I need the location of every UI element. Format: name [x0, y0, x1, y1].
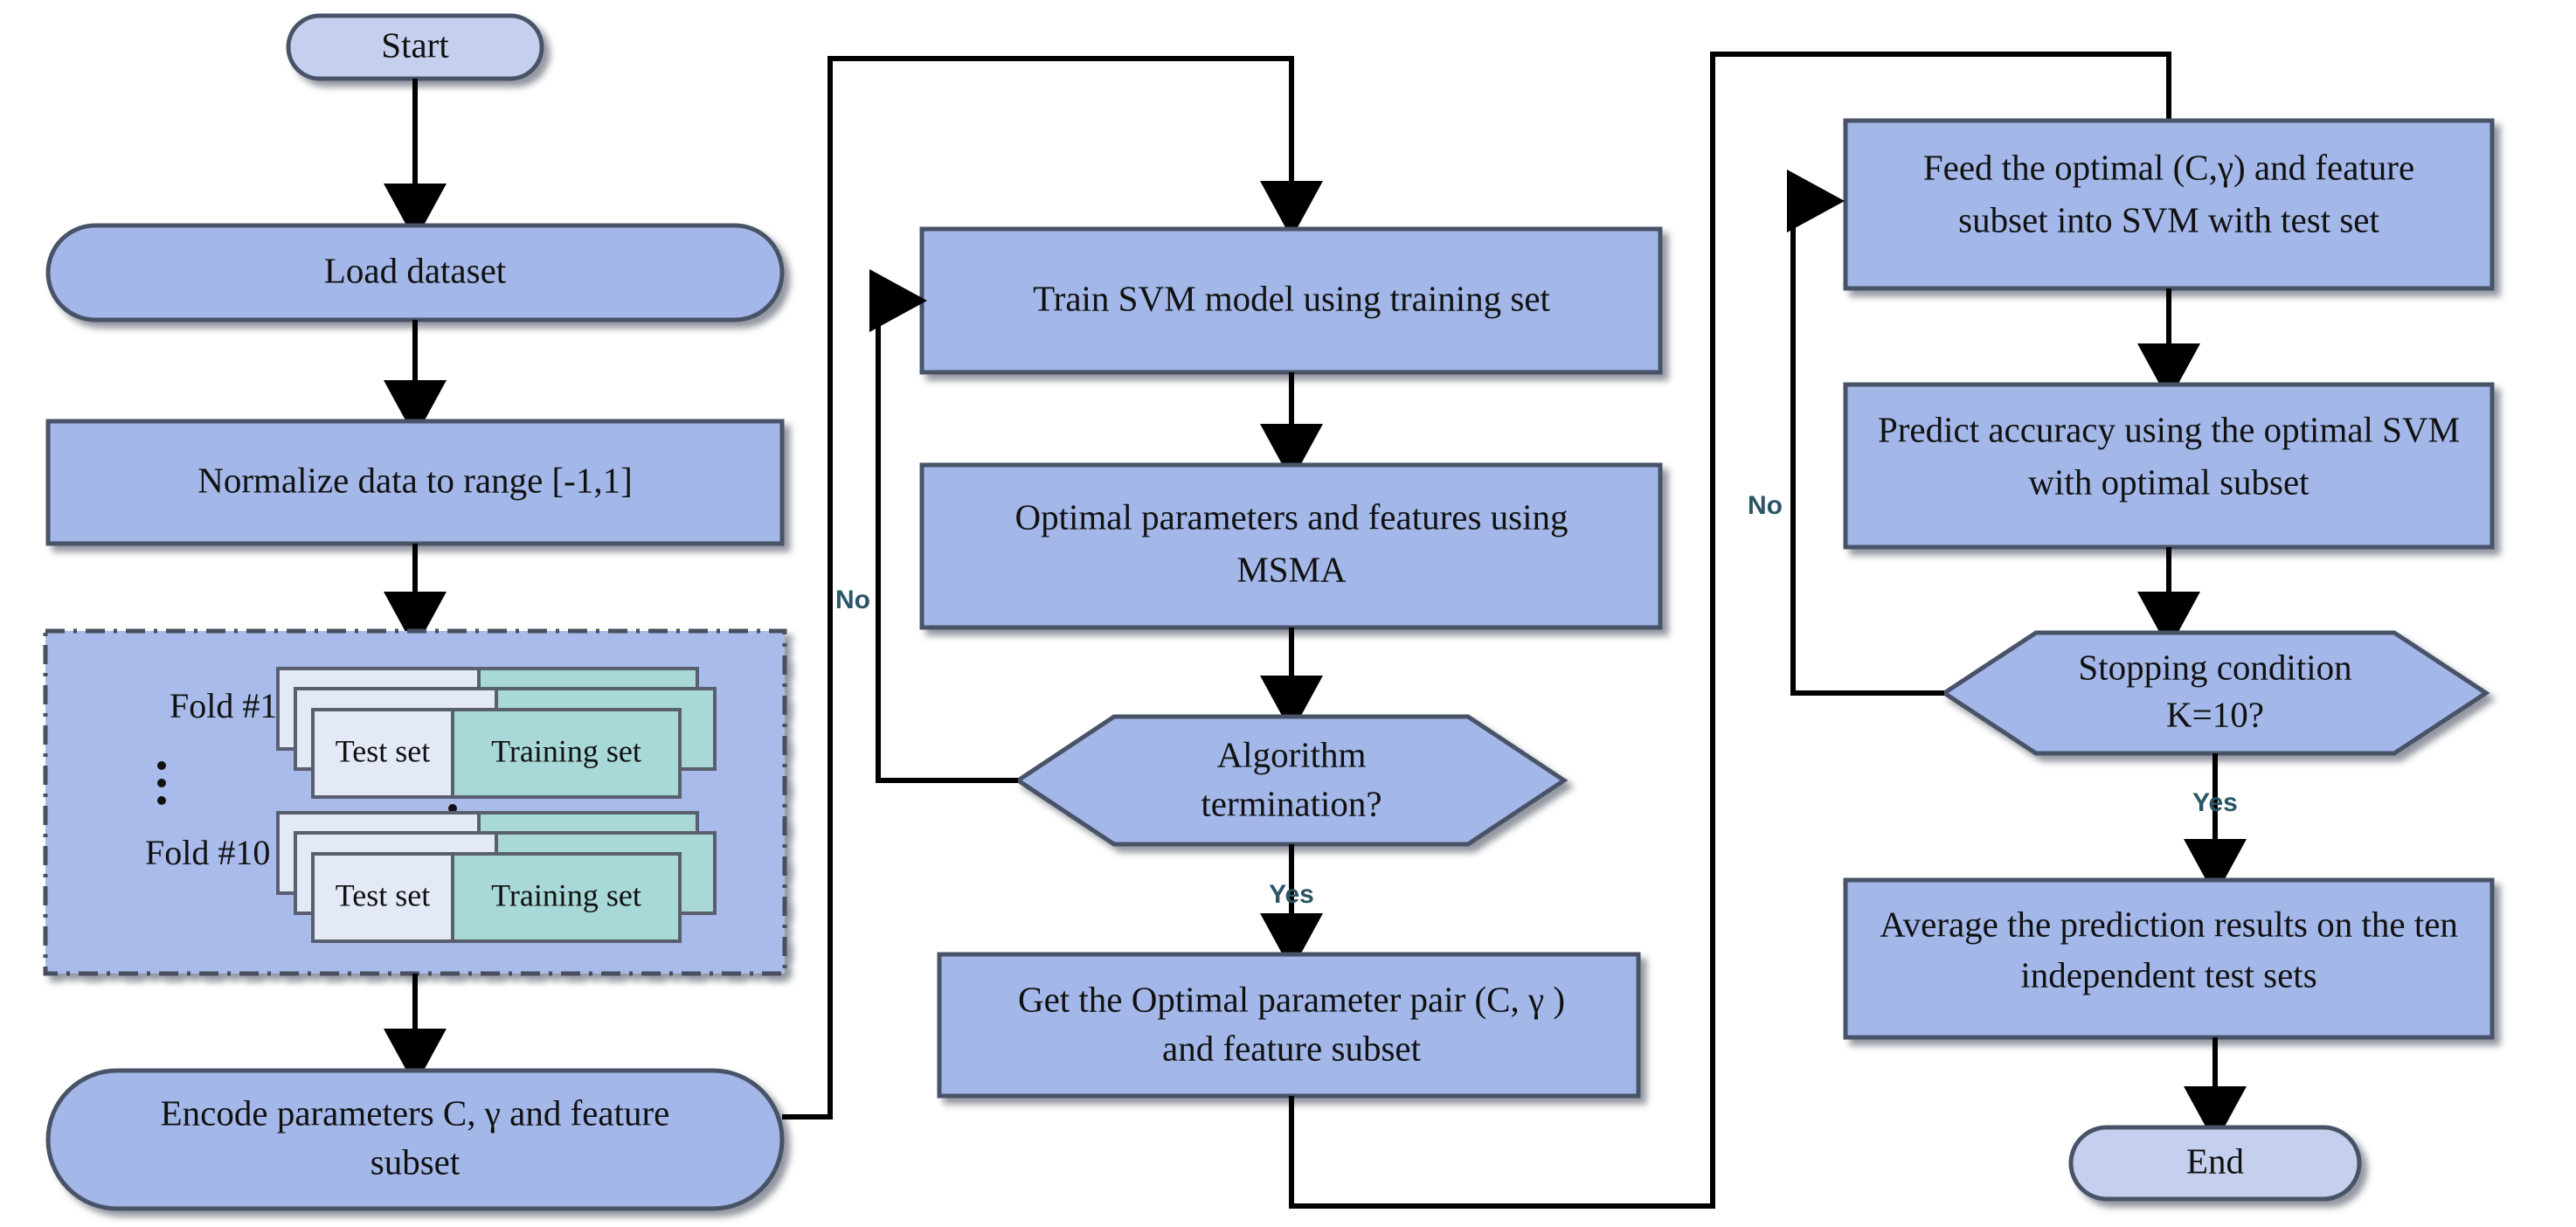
- node-train-svm-label: Train SVM model using training set: [1033, 278, 1550, 318]
- cv-fold-first-stack[interactable]: Test set Training set: [276, 667, 717, 799]
- node-predict-accuracy[interactable]: Predict accuracy using the optimal SVM w…: [1843, 382, 2495, 550]
- node-get-optimal-pair-label-line2: and feature subset: [1162, 1028, 1422, 1068]
- node-feed-optimal-label-line2: subset into SVM with test set: [1958, 199, 2379, 239]
- node-encode-parameters[interactable]: Encode parameters C, γ and feature subse…: [45, 1068, 785, 1211]
- node-encode-parameters-label-line2: subset: [370, 1141, 460, 1182]
- node-average-results[interactable]: Average the prediction results on the te…: [1843, 877, 2495, 1040]
- cv-fold-group: Fold #1 Fold #10 Test set: [43, 628, 787, 976]
- node-algorithm-termination-label-line1: Algorithm: [1217, 734, 1367, 774]
- node-train-svm[interactable]: Train SVM model using training set: [919, 226, 1663, 375]
- node-normalize[interactable]: Normalize data to range [-1,1]: [45, 419, 785, 546]
- node-stopping-condition[interactable]: Stopping condition K=10?: [1940, 630, 2490, 756]
- node-normalize-label: Normalize data to range [-1,1]: [197, 460, 632, 500]
- node-load-dataset-label: Load dataset: [324, 250, 507, 290]
- node-optimal-parameters-label-line2: MSMA: [1236, 549, 1347, 589]
- cv-test-set-label: Test set: [336, 733, 430, 768]
- edge-label-no-right: No: [1748, 491, 1783, 520]
- node-start-label: Start: [381, 24, 449, 65]
- node-stopping-condition-label-line2: K=10?: [2166, 694, 2264, 734]
- node-algorithm-termination[interactable]: Algorithm termination?: [1014, 714, 1568, 847]
- cv-fold-ellipsis-left: [157, 761, 166, 805]
- node-optimal-parameters-label-line1: Optimal parameters and features using: [1015, 496, 1568, 537]
- node-feed-optimal-svm[interactable]: Feed the optimal (C,γ) and feature subse…: [1843, 118, 2495, 291]
- node-encode-parameters-label-line1: Encode parameters C, γ and feature: [161, 1092, 670, 1133]
- node-average-results-label-line2: independent test sets: [2020, 954, 2316, 995]
- node-end-label: End: [2186, 1140, 2244, 1181]
- node-end[interactable]: End: [2068, 1125, 2362, 1202]
- cv-training-set-label: Training set: [491, 877, 641, 912]
- node-predict-accuracy-label-line2: with optimal subset: [2028, 461, 2309, 502]
- edge-termination-no-loop: [869, 269, 1018, 783]
- node-stopping-condition-label-line1: Stopping condition: [2078, 647, 2351, 687]
- cv-fold-first-label: Fold #1: [170, 686, 277, 725]
- node-load-dataset[interactable]: Load dataset: [45, 223, 785, 322]
- edge-label-yes-right: Yes: [2192, 788, 2238, 817]
- cv-training-set-label: Training set: [491, 733, 641, 768]
- edge-label-no-middle: No: [835, 586, 870, 614]
- edge-label-yes-middle: Yes: [1269, 880, 1314, 909]
- cv-test-set-label: Test set: [336, 877, 430, 912]
- node-algorithm-termination-label-line2: termination?: [1201, 783, 1381, 823]
- node-feed-optimal-label-line1: Feed the optimal (C,γ) and feature: [1923, 147, 2414, 187]
- node-get-optimal-pair[interactable]: Get the Optimal parameter pair (C, γ ) a…: [937, 952, 1641, 1099]
- cv-fold-last-stack[interactable]: Test set Training set: [276, 811, 717, 943]
- node-get-optimal-pair-label-line1: Get the Optimal parameter pair (C, γ ): [1018, 979, 1565, 1019]
- node-predict-accuracy-label-line1: Predict accuracy using the optimal SVM: [1878, 409, 2460, 449]
- edge-get-optimal-to-feed: [1289, 52, 2200, 1209]
- cv-fold-last-label: Fold #10: [145, 833, 270, 872]
- node-optimal-parameters-msma[interactable]: Optimal parameters and features using MS…: [919, 462, 1663, 630]
- node-average-results-label-line1: Average the prediction results on the te…: [1880, 904, 2458, 944]
- edge-stopping-no-loop: [1787, 170, 1944, 696]
- edge-encode-to-train-svm: [782, 56, 1323, 1120]
- node-start[interactable]: Start: [286, 13, 544, 81]
